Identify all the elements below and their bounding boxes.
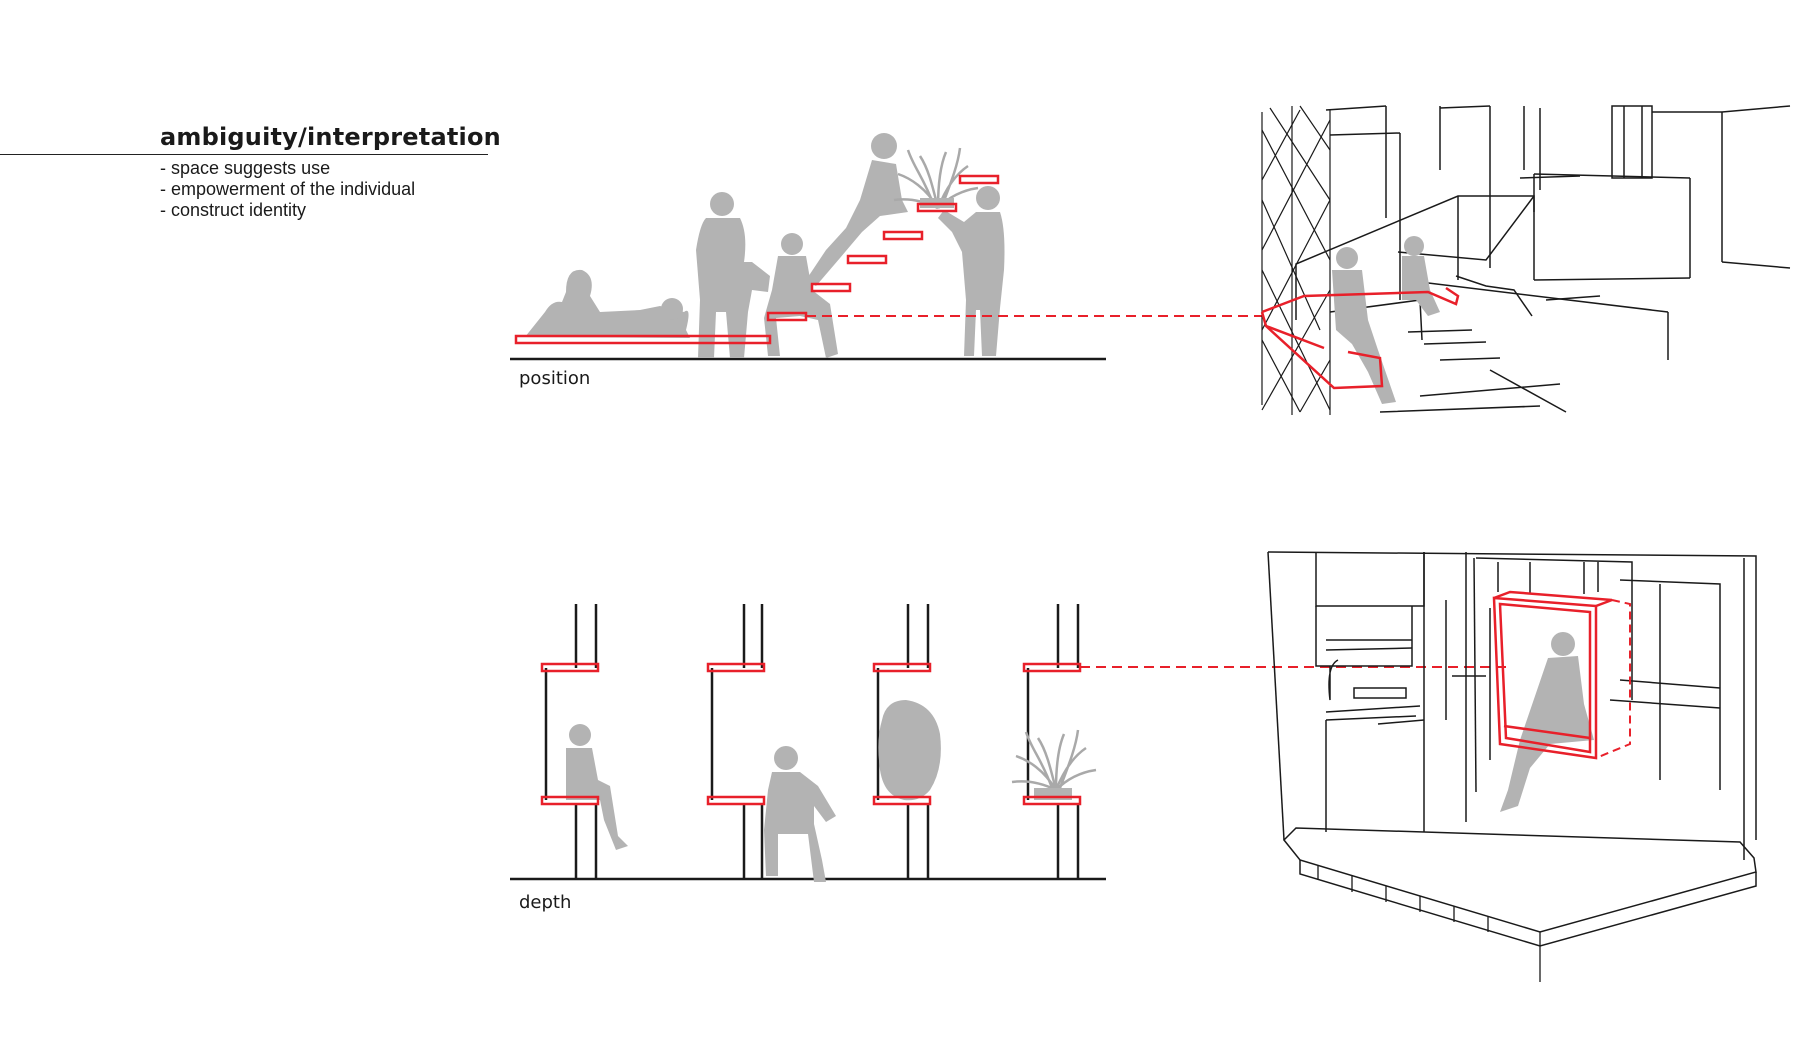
depth-section bbox=[510, 604, 1506, 882]
position-label: position bbox=[519, 368, 591, 389]
bullet-item: - empowerment of the individual bbox=[160, 179, 416, 199]
person-silhouette-icon bbox=[764, 233, 838, 358]
person-silhouette-icon bbox=[878, 700, 941, 801]
depth-perspective bbox=[1267, 551, 1757, 982]
seating-ledges bbox=[540, 662, 1082, 806]
bullet-list: - space suggests use - empowerment of th… bbox=[160, 158, 490, 221]
person-silhouette-icon bbox=[696, 192, 770, 358]
position-section bbox=[510, 133, 1262, 361]
seating-ledges bbox=[514, 174, 1000, 345]
person-silhouette-icon bbox=[938, 186, 1005, 356]
depth-label: depth bbox=[519, 892, 572, 913]
bullet-item: - construct identity bbox=[160, 200, 307, 220]
bullet-item: - space suggests use bbox=[160, 158, 331, 178]
position-perspective bbox=[1260, 105, 1791, 415]
person-silhouette-icon bbox=[764, 746, 836, 882]
plant-icon bbox=[1010, 728, 1098, 792]
person-silhouette-icon bbox=[806, 133, 908, 286]
title-block: ambiguity/interpretation - space suggest… bbox=[160, 122, 501, 221]
page-title: ambiguity/interpretation bbox=[160, 123, 501, 151]
person-silhouette-icon bbox=[525, 269, 690, 338]
title-underline bbox=[0, 154, 488, 155]
